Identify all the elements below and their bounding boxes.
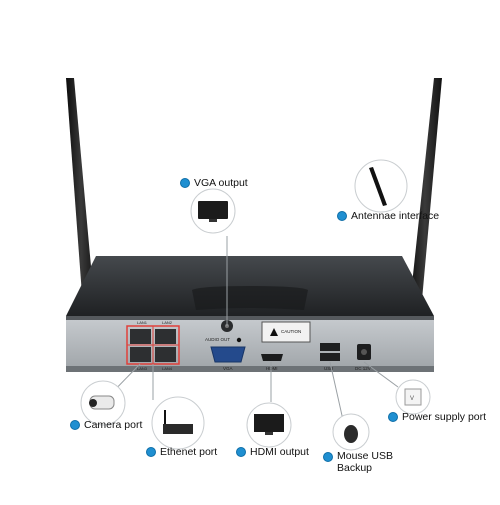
ethernet-switch-thumbnail	[151, 396, 205, 450]
mouse-thumbnail	[332, 413, 370, 451]
bullet-dot-icon	[337, 211, 347, 222]
bullet-dot-icon	[180, 178, 190, 189]
hdmi-monitor-thumbnail	[246, 402, 292, 448]
caution-sticker: CAUTION	[261, 321, 311, 343]
device-top-cover	[66, 256, 434, 316]
lan1-label: LAN1	[137, 320, 148, 325]
bullet-dot-icon	[323, 452, 333, 462]
caution-text: CAUTION	[281, 329, 301, 334]
hdmi-output-callout: HDMI output	[236, 446, 309, 458]
hdmi-output-label: HDMI output	[250, 446, 309, 458]
ethernet-port-callout: Ethenet port	[146, 446, 217, 458]
lan2-label: LAN2	[162, 320, 173, 325]
vga-monitor-thumbnail	[190, 188, 236, 234]
svg-text:V: V	[410, 396, 414, 402]
antenna-thumbnail	[354, 159, 408, 213]
bullet-dot-icon	[70, 420, 80, 431]
hdmi-panel-label: HDMI	[266, 366, 278, 371]
dc12v-panel-label: DC 12V	[355, 366, 371, 371]
bullet-dot-icon	[236, 447, 246, 458]
ethernet-port-label: Ethenet port	[160, 446, 218, 458]
mouse-usb-backup-callout: Mouse USB Backup	[323, 450, 399, 474]
usb-panel-label: USB	[324, 366, 333, 371]
vga-output-label: VGA output	[194, 177, 248, 189]
vga-panel-label: VGA	[223, 366, 233, 371]
antennae-interface-callout: Antennae interface	[337, 210, 439, 222]
dc-power-jack: DC 12V	[355, 344, 371, 371]
audio-out-label: AUDIO OUT	[205, 337, 230, 342]
camera-port-callout: Camera port	[70, 419, 142, 431]
bullet-dot-icon	[388, 412, 398, 423]
hdmi-port: HDMI	[261, 354, 283, 371]
power-adapter-thumbnail: V	[395, 379, 431, 415]
antennae-interface-label: Antennae interface	[351, 210, 440, 222]
camera-thumbnail	[80, 380, 126, 426]
vga-output-callout: VGA output	[180, 177, 248, 189]
device-back-panel	[66, 316, 434, 372]
bullet-dot-icon	[146, 447, 156, 458]
vga-port: VGA	[210, 346, 246, 371]
usb-ports: USB	[320, 343, 340, 371]
mouse-usb-backup-label: Mouse USB Backup	[337, 450, 394, 475]
lan4-label: LAN4	[162, 366, 173, 371]
power-supply-port-callout: Power supply port	[388, 411, 486, 423]
lan3-label: LAN3	[137, 366, 148, 371]
camera-port-label: Camera port	[84, 419, 143, 431]
power-supply-port-label: Power supply port	[402, 411, 487, 423]
